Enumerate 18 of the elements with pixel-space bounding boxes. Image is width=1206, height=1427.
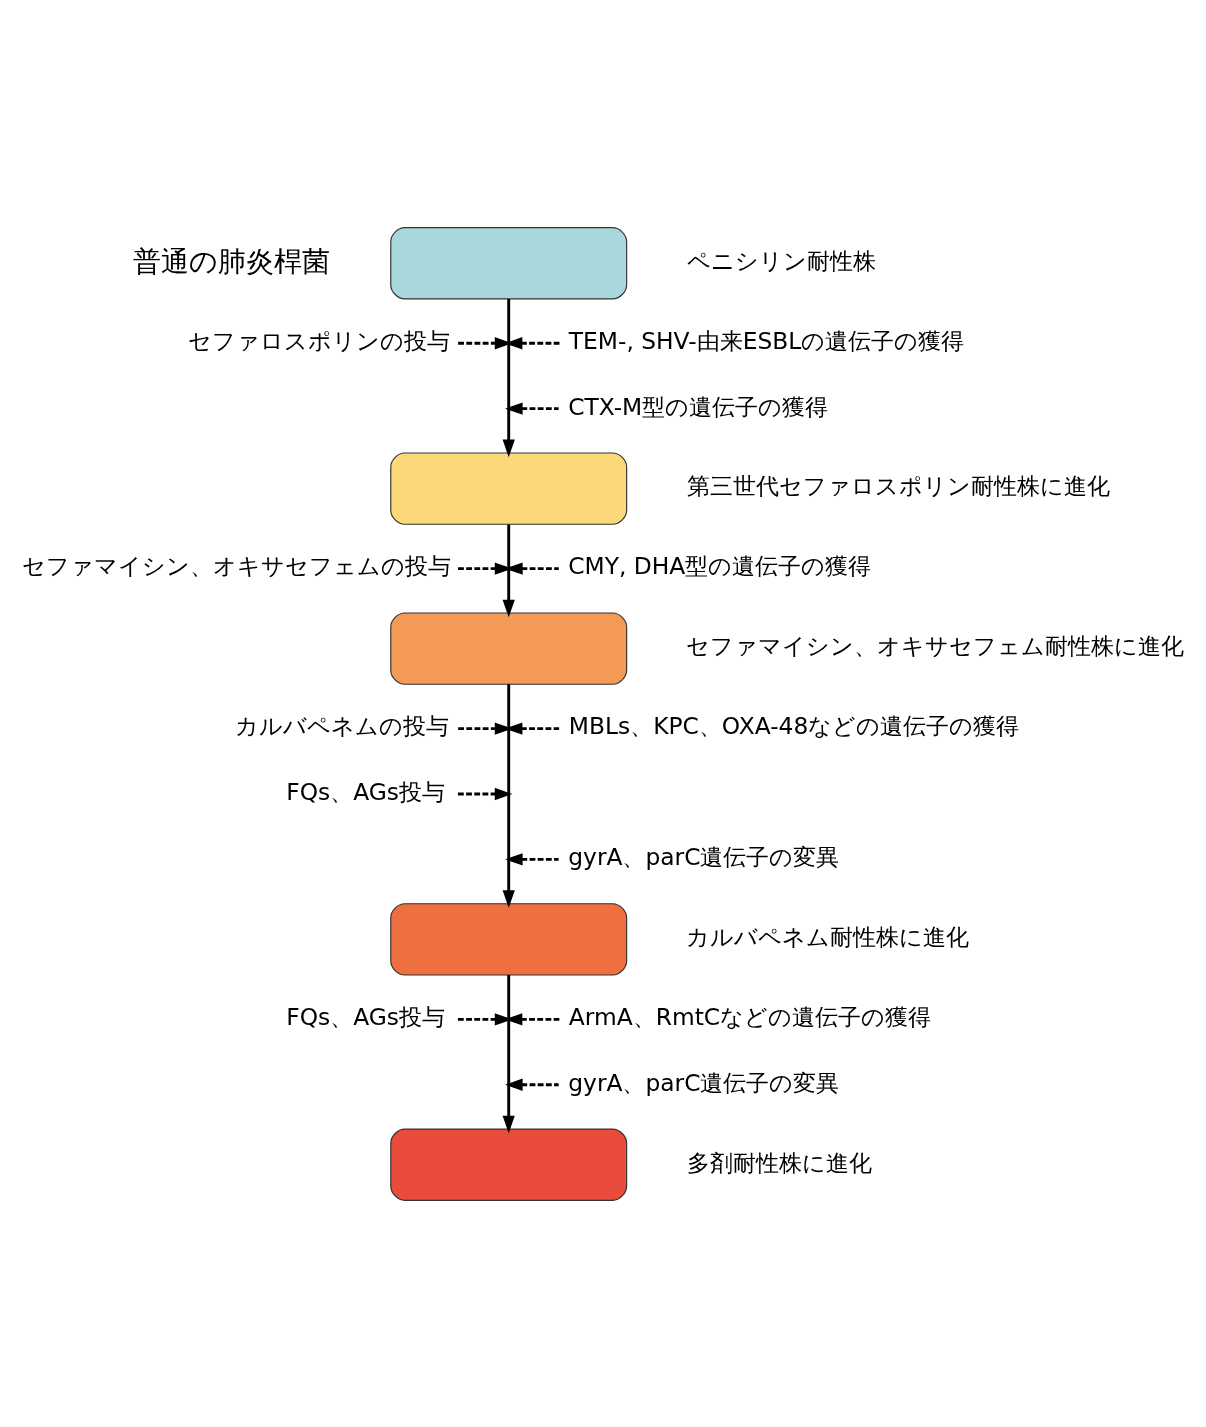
node-text: FQs、AGs投与 bbox=[286, 777, 446, 806]
node-text: ArmA、RmtCなどの遺伝子の獲得 bbox=[568, 1002, 932, 1031]
node-label: ペニシリン耐性株 bbox=[686, 246, 876, 275]
node-label: カルバペネム耐性株に進化 bbox=[686, 922, 970, 951]
node-label: 第三世代セファロスポリン耐性株に進化 bbox=[686, 471, 1110, 500]
node-label: 普通の肺炎桿菌 bbox=[133, 244, 331, 278]
node-text: MBLs、KPC、OXA-48などの遺伝子の獲得 bbox=[568, 711, 1020, 740]
node-label: 多剤耐性株に進化 bbox=[686, 1148, 872, 1177]
node-text: セファマイシン、オキサセフェムの投与 bbox=[22, 551, 452, 580]
node-text: gyrA、parC遺伝子の変異 bbox=[568, 842, 840, 871]
node-label: セファマイシン、オキサセフェム耐性株に進化 bbox=[686, 631, 1185, 660]
node-text: セファロスポリンの投与 bbox=[188, 326, 451, 355]
node-text: カルバペネムの投与 bbox=[234, 711, 449, 740]
node-text: CMY, DHA型の遺伝子の獲得 bbox=[568, 551, 872, 580]
node-text: CTX-M型の遺伝子の獲得 bbox=[568, 392, 829, 420]
node-text: FQs、AGs投与 bbox=[286, 1002, 446, 1031]
node-text: gyrA、parC遺伝子の変異 bbox=[568, 1068, 840, 1097]
node-text: TEM-, SHV-由来ESBLの遺伝子の獲得 bbox=[568, 326, 965, 355]
